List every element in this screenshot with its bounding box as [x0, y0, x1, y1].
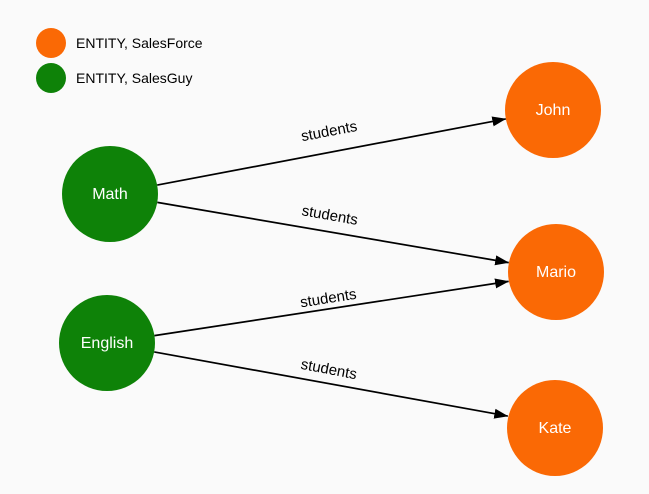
legend-swatch-salesforce-icon: [36, 28, 66, 58]
node-circle[interactable]: [59, 295, 155, 391]
legend-item-salesguy: ENTITY, SalesGuy: [36, 63, 192, 93]
edge-line: [154, 278, 510, 337]
node-circle[interactable]: [62, 146, 158, 242]
node-label: Mario: [536, 264, 576, 281]
edge-line: [157, 201, 510, 266]
node-label: John: [536, 102, 571, 119]
node-english[interactable]: English: [59, 295, 155, 391]
node-circle[interactable]: [508, 224, 604, 320]
edge-line: [157, 116, 507, 186]
legend: ENTITY, SalesForce ENTITY, SalesGuy: [36, 28, 203, 93]
legend-item-salesforce: ENTITY, SalesForce: [36, 28, 203, 58]
node-mario[interactable]: Mario: [508, 224, 604, 320]
node-label: English: [81, 335, 133, 352]
legend-label-salesforce: ENTITY, SalesForce: [76, 35, 203, 51]
node-circle[interactable]: [505, 62, 601, 158]
node-kate[interactable]: Kate: [507, 380, 603, 476]
legend-label-salesguy: ENTITY, SalesGuy: [76, 70, 192, 86]
node-john[interactable]: John: [505, 62, 601, 158]
node-label: Math: [92, 186, 128, 203]
node-label: Kate: [539, 420, 572, 437]
node-math[interactable]: Math: [62, 146, 158, 242]
edge-line: [154, 351, 509, 419]
nodes: Math English John Mario Kate: [59, 62, 604, 476]
legend-swatch-salesguy-icon: [36, 63, 66, 93]
node-circle[interactable]: [507, 380, 603, 476]
